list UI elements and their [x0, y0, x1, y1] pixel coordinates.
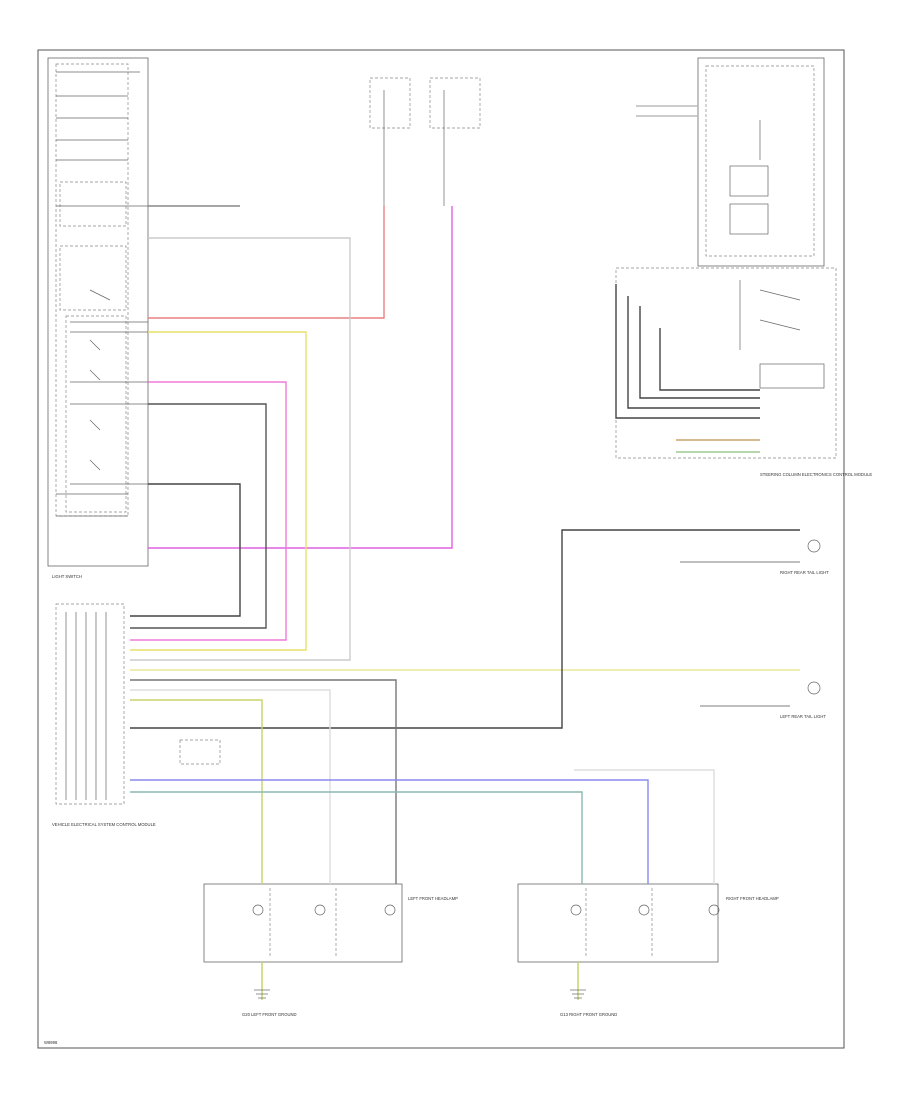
wire-dark-grey-2	[130, 483, 241, 617]
vehicle-electrical-module-label: VEHICLE ELECTRICAL SYSTEM CONTROL MODULE	[52, 822, 156, 827]
wire-teal	[130, 791, 583, 884]
wire-yellow-1	[130, 331, 307, 651]
right-rear-tail-light: RIGHT REAR TAIL LIGHT	[780, 539, 829, 575]
wire-yellow-green	[130, 699, 263, 884]
fuse-area	[369, 77, 481, 206]
wire-steering-3	[639, 306, 760, 399]
wire-steering-2	[627, 296, 760, 409]
ground-right-label: G13 RIGHT FRONT GROUND	[560, 1012, 617, 1017]
ground-left: G20 LEFT FRONT GROUND	[242, 962, 297, 1017]
wire-dark-grey-1	[130, 403, 267, 629]
wire-brown	[130, 679, 397, 884]
right-front-headlamp-block: RIGHT FRONT HEADLAMP	[517, 883, 779, 963]
left-front-headlamp-label: LEFT FRONT HEADLAMP	[408, 896, 458, 901]
wire-pink-1	[130, 381, 287, 641]
right-rear-label: RIGHT REAR TAIL LIGHT	[780, 570, 829, 575]
ground-right: G13 RIGHT FRONT GROUND	[560, 962, 617, 1017]
connector-box	[179, 739, 221, 765]
wire-light-grey	[130, 237, 351, 661]
light-switch-label: LIGHT SWITCH	[52, 574, 82, 579]
wire-steering-1	[615, 284, 760, 419]
wire-light-grey-2	[130, 689, 331, 884]
left-front-headlamp-block: LEFT FRONT HEADLAMP	[203, 883, 458, 963]
top-right-module-block	[697, 57, 825, 267]
vehicle-electrical-module-block: VEHICLE ELECTRICAL SYSTEM CONTROL MODULE	[52, 603, 156, 827]
footer-code: W8998	[44, 1040, 58, 1045]
wire-blue	[130, 779, 649, 884]
ground-left-label: G20 LEFT FRONT GROUND	[242, 1012, 297, 1017]
wire-dark-up	[130, 529, 800, 729]
steering-module-block: STEERING COLUMN ELECTRONICS CONTROL MODU…	[615, 267, 872, 477]
wire-magenta-main	[148, 206, 453, 549]
diagram-frame	[37, 49, 845, 1049]
wire-light-grey-3	[574, 769, 715, 884]
right-front-headlamp-label: RIGHT FRONT HEADLAMP	[726, 896, 779, 901]
left-rear-tail-light: LEFT REAR TAIL LIGHT	[780, 681, 826, 719]
left-rear-label: LEFT REAR TAIL LIGHT	[780, 714, 826, 719]
wire-set	[130, 105, 800, 884]
steering-module-label: STEERING COLUMN ELECTRONICS CONTROL MODU…	[760, 472, 872, 477]
wire-red-pink	[148, 206, 385, 319]
wire-steering-4	[659, 328, 760, 391]
light-switch-block: LIGHT SWITCH	[47, 57, 149, 579]
